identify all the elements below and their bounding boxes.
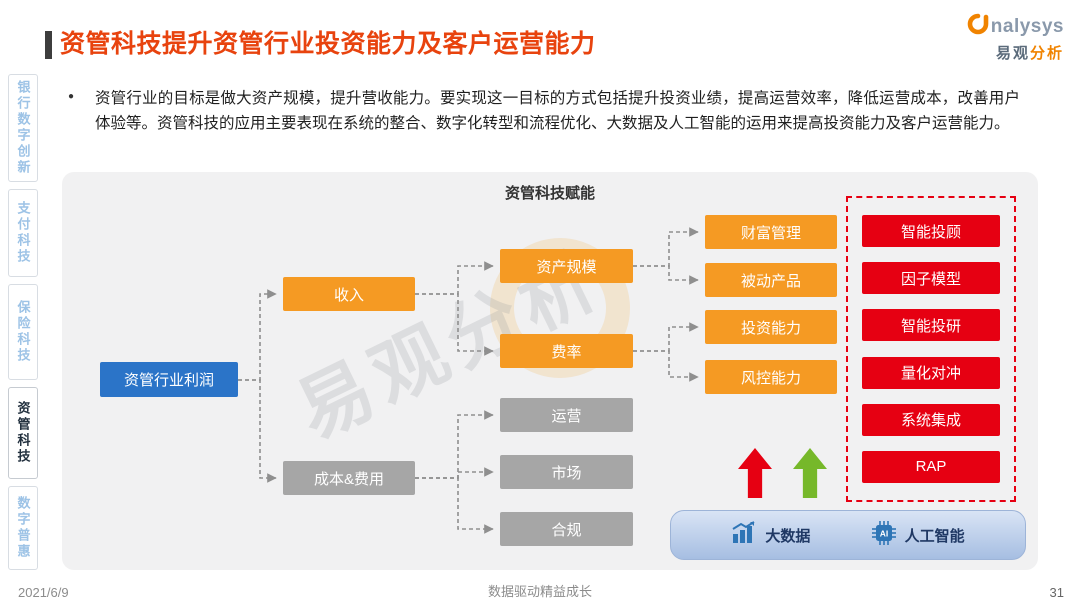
- tech-item-quant-hedging: 量化对冲: [862, 356, 1000, 389]
- tech-item-system-integration: 系统集成: [862, 403, 1000, 436]
- sidebar-item-digital-inclusion[interactable]: 数字普惠: [8, 486, 38, 570]
- node-risk-control: 风控能力: [705, 360, 837, 394]
- footer-date: 2021/6/9: [18, 585, 69, 600]
- node-fee-rate: 费率: [500, 334, 633, 368]
- diagram-title: 资管科技赋能: [504, 185, 595, 202]
- increase-arrow-green-icon: [793, 448, 827, 498]
- watermark-swirl: [466, 214, 654, 402]
- bullet-icon: ●: [68, 91, 75, 102]
- section-sidebar: 银行数字创新 支付科技 保险科技 资管科技 数字普惠: [8, 74, 38, 570]
- increase-arrow-red-icon: [738, 448, 772, 498]
- footer-page-number: 31: [1049, 585, 1064, 600]
- node-passive-product: 被动产品: [705, 263, 837, 297]
- tech-item-smart-research: 智能投研: [862, 309, 1000, 342]
- svg-text:AI: AI: [879, 529, 888, 539]
- legend-bigdata-label: 大数据: [765, 527, 811, 545]
- logo-brand-text: nalysys: [990, 15, 1064, 37]
- legend-ai-label: 人工智能: [904, 527, 965, 545]
- analysys-logo: nalysys 易观分析: [966, 12, 1064, 63]
- logo-swirl-icon: [966, 12, 990, 41]
- tech-item-rap: RAP: [862, 450, 1000, 483]
- sidebar-item-insurance-tech[interactable]: 保险科技: [8, 284, 38, 380]
- tech-item-factor-model: 因子模型: [862, 262, 1000, 295]
- intro-paragraph: ● 资管行业的目标是做大资产规模，提升营收能力。要实现这一目标的方式包括提升投资…: [68, 86, 1020, 136]
- node-wealth-management: 财富管理: [705, 215, 837, 249]
- logo-chinese-text: 易观分析: [995, 45, 1064, 62]
- node-asset-scale: 资产规模: [500, 249, 633, 283]
- page-title: 资管科技提升资管行业投资能力及客户运营能力: [60, 30, 596, 58]
- ai-chip-icon: AI: [871, 520, 897, 550]
- node-operations: 运营: [500, 398, 633, 432]
- legend-bigdata: 大数据: [731, 521, 810, 549]
- node-revenue: 收入: [283, 277, 415, 311]
- tech-capability-list: 智能投顾 因子模型 智能投研 量化对冲 系统集成 RAP: [846, 196, 1016, 502]
- technology-legend-bar: 大数据 AI 人工智能: [670, 510, 1026, 560]
- node-market: 市场: [500, 455, 633, 489]
- diagram-panel: 资管科技赋能 易观分析: [62, 172, 1038, 570]
- bar-chart-icon: [731, 521, 757, 549]
- node-compliance: 合规: [500, 512, 633, 546]
- sidebar-item-payment-tech[interactable]: 支付科技: [8, 189, 38, 277]
- node-cost-expense: 成本&费用: [283, 461, 415, 495]
- node-industry-profit: 资管行业利润: [100, 362, 238, 397]
- sidebar-item-banking-digital[interactable]: 银行数字创新: [8, 74, 38, 182]
- tech-item-smart-advisory: 智能投顾: [862, 215, 1000, 247]
- node-invest-ability: 投资能力: [705, 310, 837, 344]
- footer-slogan: 数据驱动精益成长: [487, 584, 592, 599]
- legend-ai: AI 人工智能: [871, 520, 965, 550]
- title-accent-bar: [45, 31, 52, 59]
- intro-text: 资管行业的目标是做大资产规模，提升营收能力。要实现这一目标的方式包括提升投资业绩…: [95, 90, 1020, 133]
- sidebar-item-asset-mgmt-tech[interactable]: 资管科技: [8, 387, 38, 479]
